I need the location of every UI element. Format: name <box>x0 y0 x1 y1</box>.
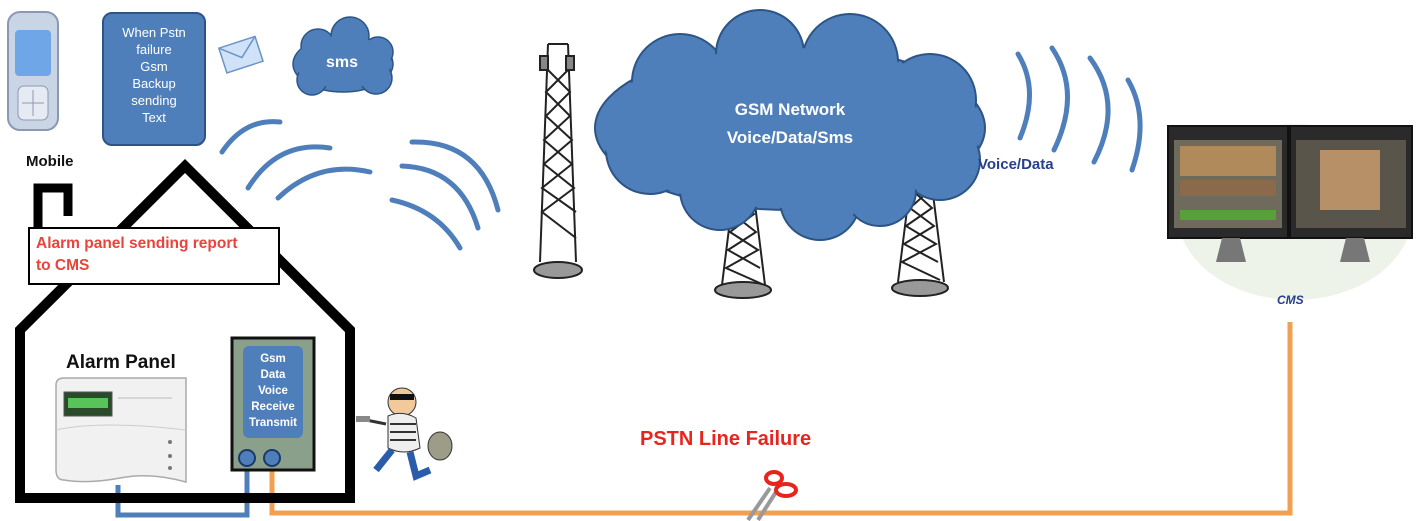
report-line: Alarm panel sending report <box>36 235 238 252</box>
module-port-left <box>238 449 256 467</box>
gsm-module-line: Gsm <box>260 353 286 365</box>
gsm-module-line: Data <box>260 369 286 381</box>
signal-waves-cms <box>1015 45 1143 173</box>
mobile-label: Mobile <box>26 153 74 170</box>
bubble-line: sending <box>131 93 177 108</box>
pstn-failure-label: PSTN Line Failure <box>640 428 812 450</box>
gsm-network-title: GSM Network <box>734 100 846 119</box>
signal-waves-house <box>219 119 501 251</box>
house-chimney <box>33 183 73 228</box>
tower-icon <box>533 43 949 299</box>
bubble-line: When Pstn <box>122 25 186 40</box>
gsm-module-line: Voice <box>258 385 288 397</box>
mobile-phone-icon <box>7 11 59 131</box>
report-box: Alarm panel sending report to CMS <box>28 227 280 285</box>
bubble-line: Backup <box>132 76 176 91</box>
voice-data-label: Voice/Data <box>978 156 1054 173</box>
pstn-failure-bubble: When Pstn failure Gsm Backup sending Tex… <box>102 12 206 146</box>
alarm-panel-label: Alarm Panel <box>66 352 176 373</box>
monitor-icon <box>1167 124 1413 300</box>
sms-label: sms <box>326 54 359 71</box>
bubble-line: Gsm <box>140 59 168 74</box>
bubble-line: Text <box>142 110 166 125</box>
pstn-line <box>269 322 1293 516</box>
gsm-network-subtitle: Voice/Data/Sms <box>726 128 854 147</box>
gsm-module-line: Transmit <box>249 417 297 429</box>
bubble-line: failure <box>136 42 172 57</box>
gsm-module: Gsm Data Voice Receive Transmit <box>243 346 303 438</box>
alarm-keypad-icon <box>55 377 187 483</box>
envelope-icon <box>217 35 264 74</box>
module-port-right <box>263 449 281 467</box>
gsm-module-line: Receive <box>251 401 295 413</box>
scissors-icon <box>746 470 798 521</box>
report-line: to CMS <box>36 257 90 274</box>
cms-label: CMS <box>1277 293 1304 307</box>
burglar-icon <box>356 387 453 481</box>
